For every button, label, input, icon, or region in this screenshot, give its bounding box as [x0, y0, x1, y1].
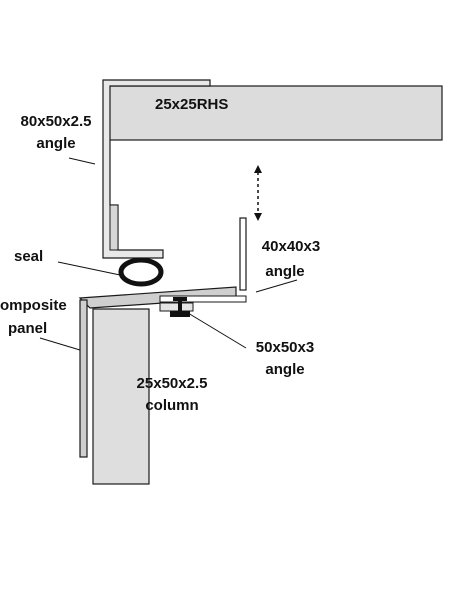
leader-angle-50 [187, 312, 247, 349]
bolt-icon [170, 297, 190, 317]
leader-angle-40 [255, 279, 298, 293]
composite-panel-leg [79, 299, 88, 458]
angle-40x40-horizontal-leg [159, 295, 247, 303]
label-angle-50-line2: angle [265, 361, 304, 378]
label-angle-80-line1: 80x50x2.5 [21, 113, 92, 130]
label-angle-50-line1: 50x50x3 [256, 339, 314, 356]
label-rhs: 25x25RHS [155, 96, 228, 113]
column [92, 308, 150, 485]
seal [118, 257, 164, 287]
double-headed-dotted-arrow-icon [254, 165, 262, 221]
label-angle-40-line1: 40x40x3 [262, 238, 320, 255]
label-angle-80-line2: angle [36, 135, 75, 152]
leader-seal [57, 261, 121, 276]
label-composite-line2: panel [8, 320, 47, 337]
label-angle-40-line2: angle [265, 263, 304, 280]
leader-angle-80 [68, 157, 96, 165]
angle-80x50-inner-leg [109, 204, 119, 251]
angle-50x50-plate [159, 302, 194, 312]
leader-composite [39, 337, 81, 351]
label-seal: seal [14, 248, 43, 265]
rhs-member [107, 85, 443, 141]
angle-40x40-vertical-leg [239, 217, 247, 291]
label-composite-line1: omposite [0, 297, 67, 314]
label-column-line1: 25x50x2.5 [137, 375, 208, 392]
label-column-line2: column [145, 397, 198, 414]
